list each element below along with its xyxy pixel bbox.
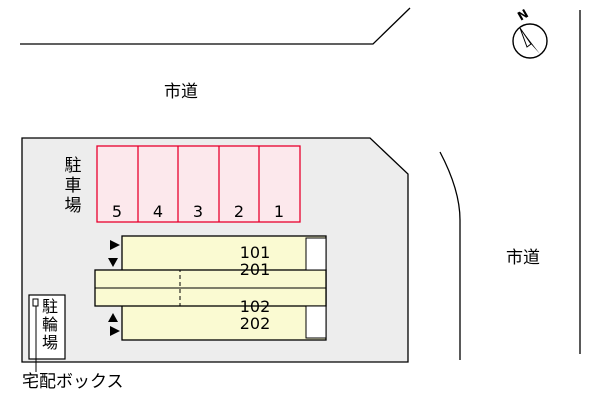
unit-labels-lower: 102 202 xyxy=(225,298,285,332)
entrance-arrow-down xyxy=(108,258,118,267)
bike-parking-label-char: 輪 xyxy=(41,315,58,334)
compass-icon xyxy=(512,23,548,59)
parking-area xyxy=(96,145,301,223)
parking-label-char: 場 xyxy=(64,196,82,216)
delivery-box-label: 宅配ボックス xyxy=(22,372,124,392)
balcony-lower xyxy=(305,305,327,339)
entrance-arrow-right xyxy=(110,326,120,336)
unit-number: 201 xyxy=(239,260,271,279)
balcony-upper xyxy=(305,237,327,271)
parking-slot-number: 1 xyxy=(273,202,285,221)
unit-number: 102 xyxy=(239,297,271,316)
unit-labels-upper: 101 201 xyxy=(225,244,285,278)
entrance-arrow-up xyxy=(108,313,118,322)
parking-slot-number: 4 xyxy=(152,202,164,221)
parking-slot-number: 5 xyxy=(111,202,123,221)
top-road-edge xyxy=(20,7,411,45)
entrance-arrow-right xyxy=(110,240,120,250)
parking-slot-number: 3 xyxy=(192,202,204,221)
stair-outline xyxy=(122,269,181,307)
road-label-right: 市道 xyxy=(506,248,540,268)
bike-parking-label-char: 場 xyxy=(41,333,58,352)
parking-label-char: 駐 xyxy=(64,156,82,176)
inner-road-curve xyxy=(439,151,461,360)
parking-label-char: 車 xyxy=(64,176,82,196)
delivery-box-marker xyxy=(32,298,39,307)
parking-label: 駐 車 場 xyxy=(63,156,83,216)
unit-number: 202 xyxy=(239,314,271,333)
parking-slot-number: 2 xyxy=(233,202,245,221)
bike-parking-label: 駐 輪 場 xyxy=(41,298,59,352)
bike-parking-label-char: 駐 xyxy=(41,297,58,316)
unit-number: 101 xyxy=(239,243,271,262)
road-label-top: 市道 xyxy=(164,82,198,102)
